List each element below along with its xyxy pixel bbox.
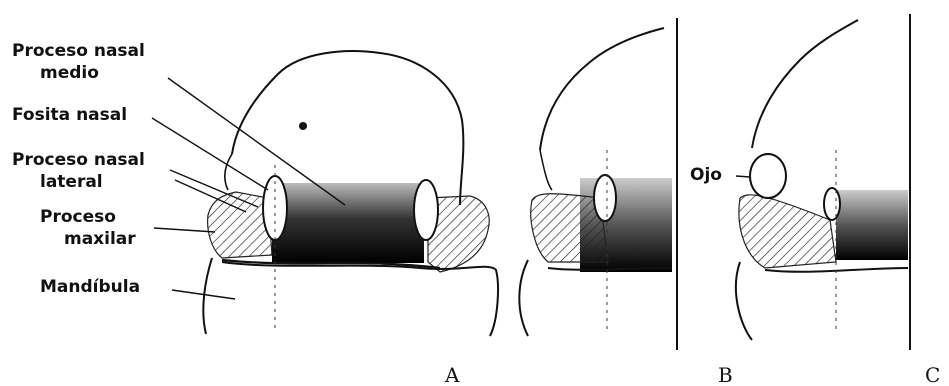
stomodeum-shade-c [836, 190, 908, 260]
label-fosita-nasal: Fosita nasal [12, 105, 127, 125]
label-proceso-nasal-medio-2: medio [40, 63, 99, 83]
eye-spot-a [299, 122, 307, 130]
panel-letter-c: C [925, 363, 940, 386]
stomodeum-shade-a [272, 183, 424, 263]
label-proceso-maxilar-1: Proceso [40, 207, 116, 227]
head-outline-b [540, 28, 664, 150]
panel-letter-a: A [444, 363, 460, 386]
panel-letter-b: B [718, 363, 733, 386]
nasal-pit-right-a [414, 180, 438, 240]
mandible-outline-a [203, 258, 498, 336]
label-proceso-maxilar-2: maxilar [64, 229, 136, 249]
head-left-contour-a [225, 154, 232, 190]
eye-c [750, 154, 786, 198]
panel-b [519, 18, 677, 350]
label-proceso-nasal-medio-1: Proceso nasal [12, 41, 145, 61]
label-mandibula: Mandíbula [40, 277, 140, 297]
nasal-pit-c [824, 188, 840, 220]
label-ojo: Ojo [690, 165, 722, 185]
head-outline-c [752, 20, 858, 148]
maxillary-process-c [739, 195, 836, 268]
label-proceso-nasal-lateral-1: Proceso nasal [12, 150, 145, 170]
panel-a [203, 51, 498, 336]
label-proceso-nasal-lateral-2: lateral [40, 172, 103, 192]
mandible-outline-c [736, 262, 908, 340]
face-contour-b [540, 150, 552, 190]
panel-c [736, 14, 910, 350]
nasal-pit-b [594, 175, 616, 221]
